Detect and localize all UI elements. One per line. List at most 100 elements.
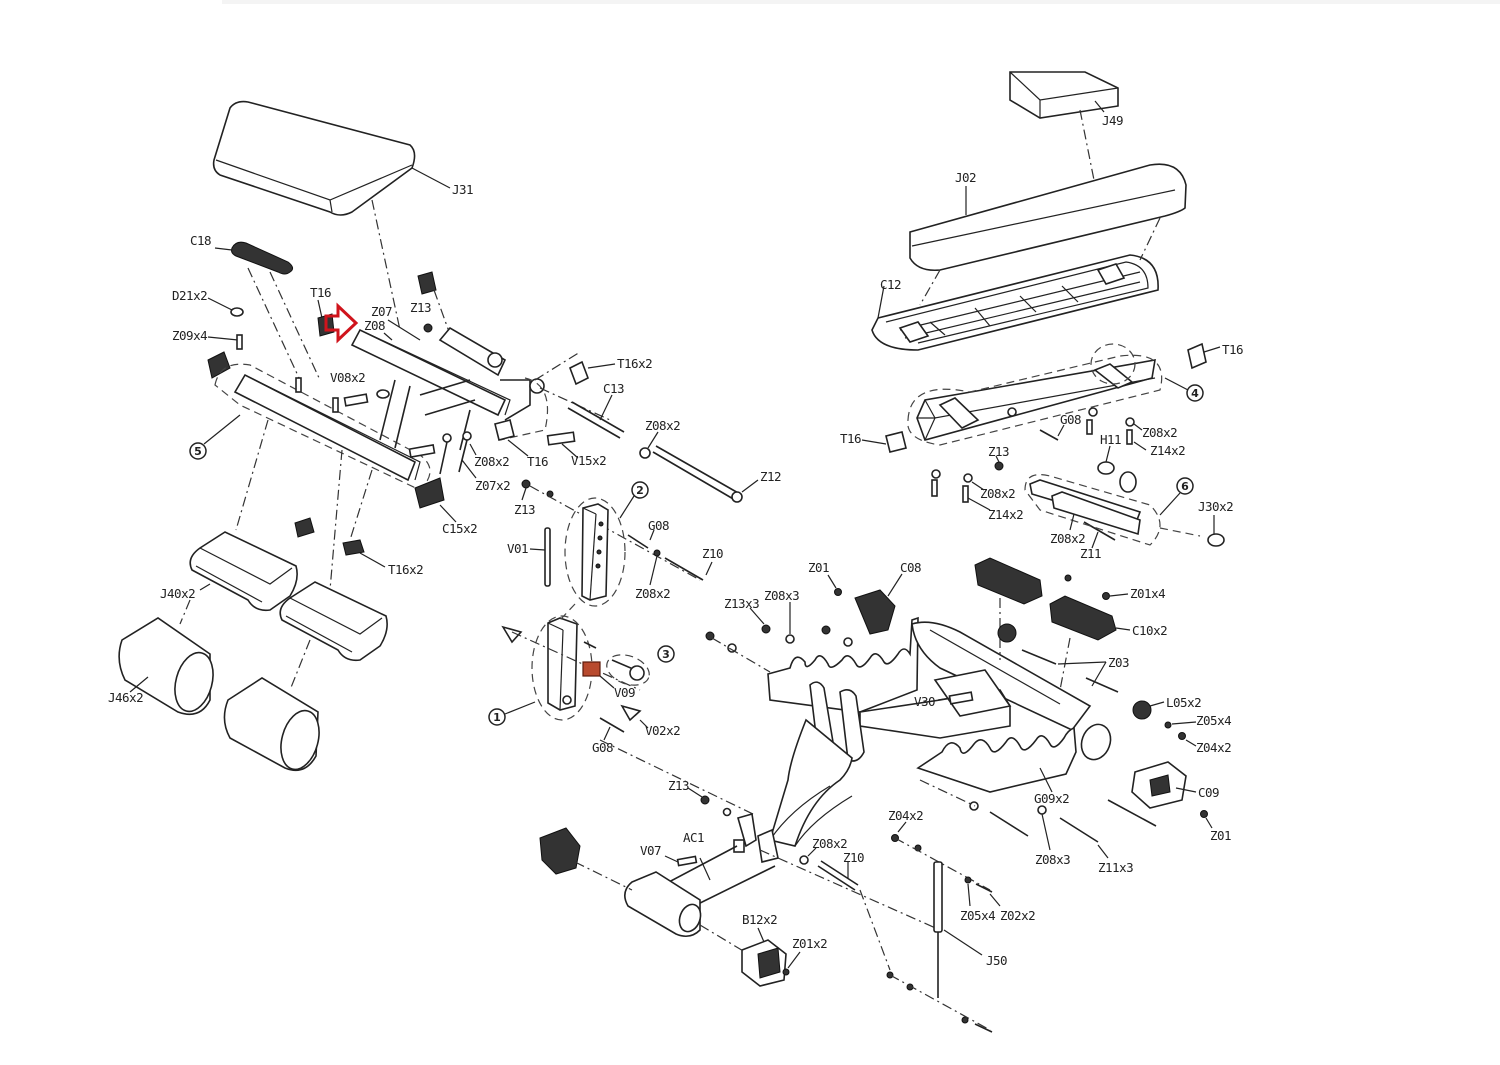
label-Z04x2-b: Z04x2 [888, 808, 923, 823]
seat-base-C12 [871, 254, 1159, 351]
leader-C10 [1115, 627, 1131, 631]
label-Z05x4-b: Z05x4 [960, 908, 995, 923]
leader-G08-c [1057, 424, 1065, 437]
screw [931, 479, 938, 497]
leader-group-1 [504, 701, 536, 715]
label-C15x2: C15x2 [442, 521, 477, 536]
label-C08: C08 [900, 560, 921, 575]
bolt [458, 439, 468, 473]
link-group-6 [1024, 471, 1161, 546]
pin-G08-c [1039, 429, 1059, 441]
label-V02x2: V02x2 [645, 723, 680, 738]
label-T16-c: T16 [1222, 342, 1243, 357]
group-callout-2 [631, 481, 649, 499]
leader-C12 [877, 285, 885, 319]
rod-Z12 [652, 451, 736, 501]
leader-C09 [1175, 787, 1197, 793]
dash [1159, 527, 1201, 537]
screw-Z01x2 [782, 968, 790, 976]
label-Z08x3-a: Z08x3 [764, 588, 799, 603]
strap-V01 [544, 527, 551, 587]
leader-Z08x2-a [647, 431, 659, 449]
label-J46x2: J46x2 [108, 690, 143, 705]
leader-L05 [1149, 701, 1165, 707]
label-Z13x3: Z13x3 [724, 596, 759, 611]
marker-triangle [501, 625, 523, 644]
leader-G09 [1039, 767, 1053, 793]
end-cap [207, 351, 231, 379]
screw [962, 485, 969, 503]
leader-T16-d [861, 439, 887, 445]
screw [1086, 419, 1093, 435]
label-Z09x4: Z09x4 [172, 328, 207, 343]
label-Z07x2: Z07x2 [475, 478, 510, 493]
screw [295, 377, 302, 393]
nut-Z13-c [994, 461, 1004, 471]
cap-T16-d [885, 431, 907, 453]
leader-Z05x4-a [1171, 721, 1197, 725]
label-C13: C13 [603, 381, 624, 396]
front-base-AC1 [624, 812, 779, 938]
leader-Z14x2-b [967, 497, 991, 511]
leader-G08-a [649, 529, 655, 541]
label-Z11: Z11 [1080, 546, 1101, 561]
bolt [974, 1023, 993, 1033]
seat-pad-J02 [909, 163, 1187, 272]
label-Z01-a: Z01 [808, 560, 829, 575]
label-D21x2: D21x2 [172, 288, 207, 303]
frame-group-2 [564, 497, 626, 607]
label-J50: J50 [986, 953, 1007, 968]
label-Z13-c: Z13 [988, 444, 1009, 459]
screw [1126, 429, 1133, 445]
end-cap-B12-inner [757, 947, 781, 979]
rod-Z12-b [655, 445, 741, 495]
dash-C18 [247, 267, 301, 381]
washer [799, 855, 809, 865]
label-Z13-d: Z13 [668, 778, 689, 793]
leader-Z05x4-b [967, 883, 971, 907]
bolt [439, 441, 448, 475]
dash [511, 631, 641, 691]
leader-T16-a [317, 299, 323, 319]
leader-T16-b [507, 439, 529, 457]
pin [583, 641, 597, 649]
warning-label-V09 [582, 661, 601, 677]
cap-T16-b [494, 419, 515, 441]
leader-Z08x2-c [649, 555, 658, 586]
label-Z08x2-g: Z08x2 [812, 836, 847, 851]
group-3-outline [606, 654, 650, 686]
group-number-5: 5 [194, 445, 202, 458]
leader-Z08x2-d [1133, 423, 1143, 431]
washer [1037, 805, 1047, 815]
leader-Z03-a [1057, 661, 1107, 665]
bumper-H11 [1097, 461, 1115, 475]
page-top-edge [222, 0, 1500, 4]
wheel-L05-b [1132, 700, 1152, 720]
dash [289, 639, 311, 691]
screw [1064, 574, 1072, 582]
group-callout-6 [1176, 477, 1194, 495]
back-pad-J31 [212, 100, 451, 216]
label-Z08x2-d: Z08x2 [1142, 425, 1177, 440]
label-T16x2-b: T16x2 [388, 562, 423, 577]
label-J30x2: J30x2 [1198, 499, 1233, 514]
leader-Z11x3 [1097, 844, 1109, 859]
label-T16-d: T16 [840, 431, 861, 446]
dash [859, 889, 891, 971]
end-cap-left [539, 827, 581, 875]
frame-group-1 [531, 603, 593, 721]
label-J31: J31 [452, 182, 473, 197]
tube-end [1080, 723, 1112, 761]
washer [785, 634, 795, 644]
marker-triangle-V02 [620, 704, 642, 722]
pin-Z10-b [817, 865, 856, 891]
main-frame-adjustment-plates [767, 616, 1092, 793]
leader-Z02x2 [989, 893, 1001, 907]
knob-D21 [230, 307, 244, 317]
bolt [989, 811, 1029, 837]
dash [179, 599, 191, 625]
leader-J40 [199, 583, 211, 591]
washer [722, 807, 732, 817]
leader-Z08x2-g [807, 847, 817, 857]
